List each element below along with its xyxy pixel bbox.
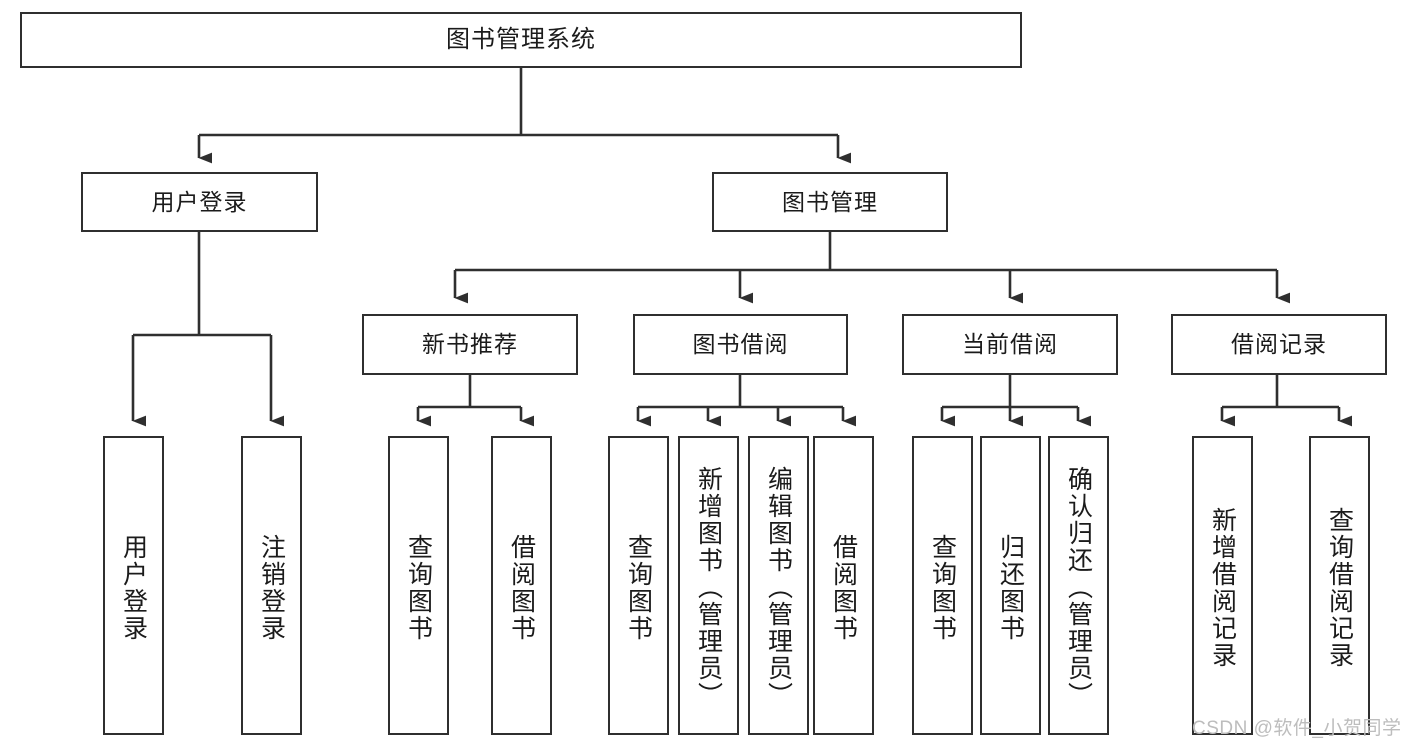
node-label: 查询图书 — [404, 533, 433, 642]
leaf-edit-book-admin[interactable]: 编辑图书（管理员） — [748, 436, 809, 735]
node-label: 用户登录 — [151, 188, 248, 215]
leaf-user-logout[interactable]: 注销登录 — [241, 436, 302, 735]
node-label: 当前借阅 — [962, 331, 1058, 358]
leaf-confirm-return-admin[interactable]: 确认归还（管理员） — [1048, 436, 1109, 735]
leaf-borrow-book-recommend[interactable]: 借阅图书 — [491, 436, 552, 735]
node-label: 新书推荐 — [422, 331, 518, 358]
leaf-user-login[interactable]: 用户登录 — [103, 436, 164, 735]
leaf-query-borrow-record[interactable]: 查询借阅记录 — [1309, 436, 1370, 735]
leaf-query-book-current[interactable]: 查询图书 — [912, 436, 973, 735]
node-label: 查询借阅记录 — [1325, 506, 1354, 669]
node-new-book-recommend[interactable]: 新书推荐 — [362, 314, 578, 375]
node-label: 归还图书 — [996, 533, 1025, 642]
node-label: 用户登录 — [119, 533, 148, 642]
leaf-query-book-borrow[interactable]: 查询图书 — [608, 436, 669, 735]
node-user-login[interactable]: 用户登录 — [81, 172, 318, 232]
node-label: 新增图书（管理员） — [694, 466, 723, 709]
watermark-text: CSDN @软件_小贺同学 — [1192, 718, 1402, 739]
node-book-borrow[interactable]: 图书借阅 — [633, 314, 848, 375]
node-borrow-record[interactable]: 借阅记录 — [1171, 314, 1387, 375]
node-label: 确认归还（管理员） — [1064, 466, 1093, 709]
node-label: 借阅图书 — [507, 533, 536, 642]
node-label: 查询图书 — [624, 533, 653, 642]
leaf-add-borrow-record[interactable]: 新增借阅记录 — [1192, 436, 1253, 735]
leaf-borrow-book[interactable]: 借阅图书 — [813, 436, 874, 735]
node-label: 图书管理系统 — [446, 26, 596, 54]
leaf-return-book[interactable]: 归还图书 — [980, 436, 1041, 735]
node-book-management[interactable]: 图书管理 — [712, 172, 948, 232]
leaf-query-book-recommend[interactable]: 查询图书 — [388, 436, 449, 735]
node-label: 编辑图书（管理员） — [764, 466, 793, 709]
node-label: 图书管理 — [782, 188, 878, 215]
node-current-borrow[interactable]: 当前借阅 — [902, 314, 1118, 375]
node-label: 注销登录 — [257, 533, 286, 642]
node-label: 新增借阅记录 — [1208, 506, 1237, 669]
node-label: 借阅记录 — [1231, 331, 1327, 358]
node-label: 图书借阅 — [692, 331, 789, 358]
node-label: 借阅图书 — [829, 533, 858, 642]
node-root-system[interactable]: 图书管理系统 — [20, 12, 1022, 68]
node-label: 查询图书 — [928, 533, 957, 642]
leaf-add-book-admin[interactable]: 新增图书（管理员） — [678, 436, 739, 735]
